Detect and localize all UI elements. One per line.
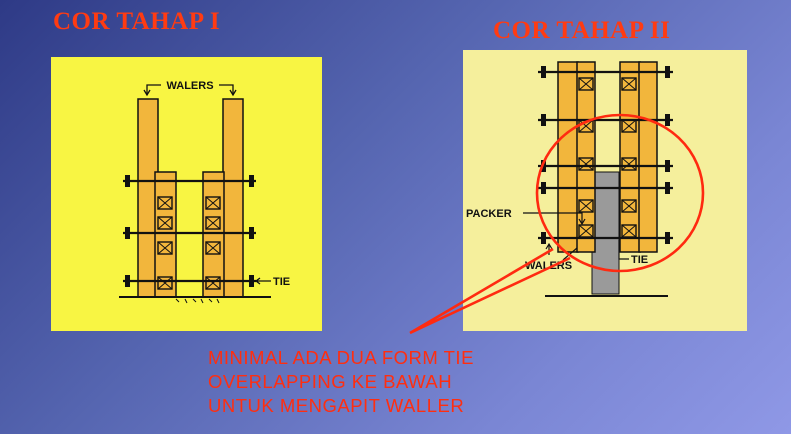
- stage-1-title: COR TAHAP I: [53, 8, 221, 35]
- walers-callout: WALERS: [143, 80, 237, 97]
- tie-callout: TIE: [254, 276, 290, 288]
- note-line: MINIMAL ADA DUA FORM TIE: [208, 347, 474, 368]
- tie-label-2: TIE: [631, 254, 648, 266]
- stage-2-title: COR TAHAP II: [493, 17, 671, 44]
- callout-pointer-icon: [409, 247, 571, 335]
- note-line: OVERLAPPING KE BAWAH: [208, 371, 453, 392]
- walers-label-1: WALERS: [166, 80, 213, 92]
- form-ties: [538, 66, 673, 244]
- walers-columns: [557, 61, 658, 253]
- tie-callout-2: TIE: [618, 240, 648, 266]
- stage-2-diagram-panel: PACKER WALERS TIE: [463, 50, 747, 331]
- note-line: UNTUK MENGAPIT WALLER: [208, 395, 465, 416]
- tie-label-1: TIE: [273, 276, 290, 288]
- short-column-left: [154, 171, 177, 298]
- stage-1-diagram: WALERS TIE: [51, 57, 322, 331]
- packer-callout: PACKER: [466, 208, 586, 226]
- overlap-note: MINIMAL ADA DUA FORM TIE OVERLAPPING KE …: [208, 346, 474, 418]
- packer-label: PACKER: [466, 208, 512, 220]
- ground-line: [119, 296, 271, 304]
- stage-2-diagram: PACKER WALERS TIE: [463, 50, 747, 331]
- highlight-circle-icon: [535, 113, 705, 273]
- short-column-right: [202, 171, 225, 298]
- stage-1-diagram-panel: WALERS TIE: [51, 57, 322, 331]
- form-ties: [123, 175, 256, 287]
